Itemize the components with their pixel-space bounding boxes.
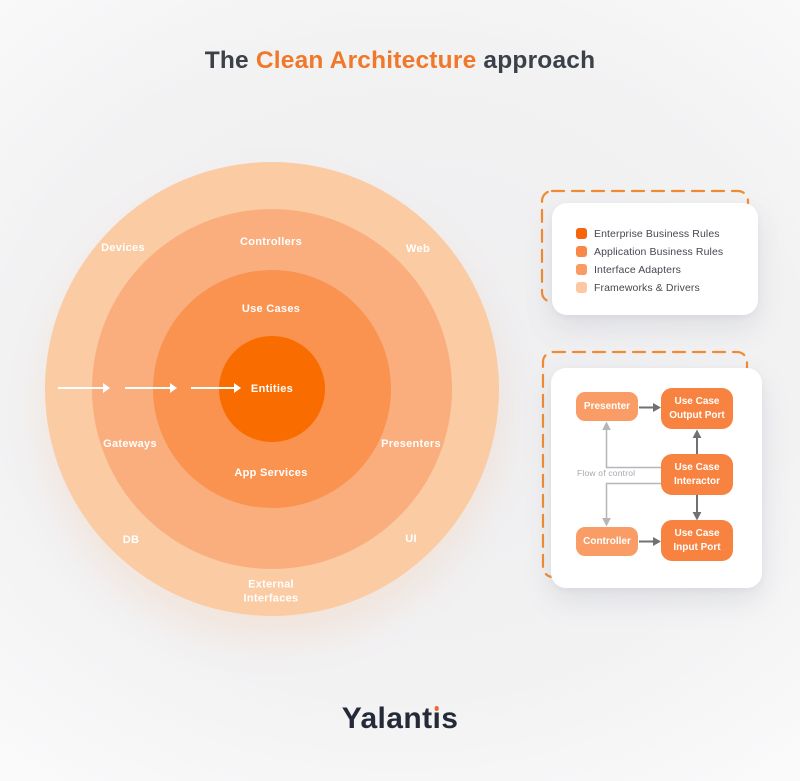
logo-text-after-i: s (441, 702, 459, 735)
legend-item: Application Business Rules (576, 245, 758, 258)
flow-arrows (602, 403, 702, 546)
ring-label-web: Web (406, 242, 430, 255)
legend-card: Enterprise Business Rules Application Bu… (552, 203, 758, 315)
legend-label: Application Business Rules (594, 245, 724, 258)
ring-label-entities: Entities (250, 382, 294, 395)
legend-swatch-application (576, 246, 587, 257)
title-suffix: approach (476, 47, 596, 74)
title-highlight: Clean Architecture (255, 47, 477, 74)
inward-arrow-icon (191, 383, 241, 393)
ring-label-gateways: Gateways (103, 437, 157, 450)
logo-letter-i: ı (432, 702, 442, 735)
flow-of-control-caption: Flow of control (577, 468, 636, 478)
legend-item: Interface Adapters (576, 263, 758, 276)
legend-swatch-adapters (576, 264, 587, 275)
ring-label-presenters: Presenters (381, 437, 441, 450)
logo-text-before-i: Yalant (341, 702, 433, 735)
ring-label-app-services: App Services (234, 466, 308, 479)
ring-label-controllers: Controllers (240, 235, 302, 248)
legend-label: Frameworks & Drivers (594, 281, 700, 294)
flow-node-presenter: Presenter (576, 392, 638, 421)
ring-label-devices: Devices (101, 241, 145, 254)
flow-node-use-case-output-port: Use Case Output Port (661, 388, 733, 429)
inward-arrow-icon (58, 383, 110, 393)
title-prefix: The (204, 47, 256, 74)
flow-of-control-card: Presenter Use Case Output Port Use Case … (551, 368, 762, 588)
legend-label: Enterprise Business Rules (594, 227, 720, 240)
flow-node-controller: Controller (576, 527, 638, 556)
ring-label-ui: UI (405, 532, 417, 545)
flow-node-use-case-input-port: Use Case Input Port (661, 520, 733, 561)
page-title: The Clean Architecture approach (0, 47, 800, 75)
ring-label-db: DB (122, 533, 140, 546)
inward-arrow-icon (125, 383, 177, 393)
logo-orange-dot-icon (434, 706, 440, 711)
legend-swatch-frameworks (576, 282, 587, 293)
ring-label-use-cases: Use Cases (241, 302, 301, 315)
flow-node-use-case-interactor: Use Case Interactor (661, 454, 733, 495)
legend-swatch-enterprise (576, 228, 587, 239)
ring-label-external-interfaces: External Interfaces (243, 578, 299, 605)
legend-label: Interface Adapters (594, 263, 682, 276)
legend-item: Frameworks & Drivers (576, 281, 758, 294)
legend-item: Enterprise Business Rules (576, 227, 758, 240)
